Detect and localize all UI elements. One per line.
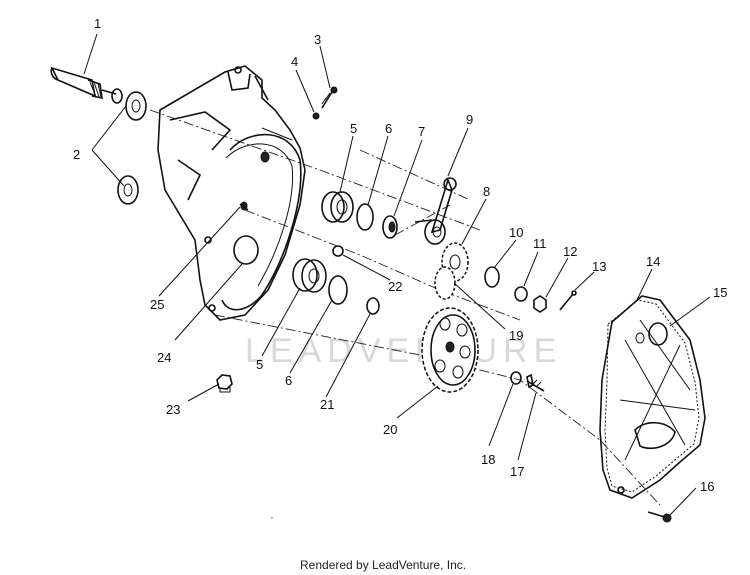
callout-17: 17 [510,464,524,479]
nut-part-22 [332,245,344,257]
callout-14: 14 [646,254,660,269]
callout-1: 1 [94,16,101,31]
callout-11: 11 [533,236,547,251]
callout-21: 21 [320,397,334,412]
cotter-pin-part [559,290,577,311]
washer-part-18 [510,371,522,385]
callout-9: 9 [466,112,473,127]
washer-part-10 [484,266,500,288]
snap-ring-part-upper [356,203,374,231]
footer-credit: Rendered by LeadVenture, Inc. [300,558,466,572]
tensioner-arm-part [414,177,457,245]
callout-19: 19 [509,328,523,343]
bolt-part-17 [526,373,545,392]
seal-part-lower [117,175,139,205]
callout-16: 16 [700,479,714,494]
callout-10: 10 [509,225,523,240]
snap-ring-part-lower [328,275,348,305]
callout-18: 18 [481,452,495,467]
callout-22: 22 [388,279,402,294]
callout-6-lower: 6 [285,373,292,388]
callout-7: 7 [418,124,425,139]
pinion-shaft-part [50,66,123,104]
chain-case-cover [599,295,706,499]
large-sprocket-part [421,307,479,393]
callout-labels: 1 2 3 4 5 6 7 8 9 10 11 12 13 14 15 16 1… [73,16,727,494]
callout-8: 8 [483,184,490,199]
callout-23: 23 [166,402,180,417]
double-sprocket-part [434,242,469,300]
washer-part-21 [366,297,380,315]
callout-13: 13 [592,259,606,274]
spacer-part-7 [382,215,398,239]
bearing-part-lower [292,258,327,293]
screw-part-16 [647,511,672,523]
callout-5-lower: 5 [256,357,263,372]
callout-2: 2 [73,147,80,162]
dowel-pin-part [239,203,249,211]
nut-part-4 [312,112,320,120]
callout-20: 20 [383,422,397,437]
callout-24: 24 [157,350,171,365]
callout-25: 25 [150,297,164,312]
callout-15: 15 [713,285,727,300]
callout-12: 12 [563,244,577,259]
nut-part-12 [533,295,547,313]
chain-case-housing [157,65,306,321]
bearing-part-upper [321,191,354,223]
leader-lines [83,33,711,516]
bolt-part-3 [321,86,338,109]
stray-dot [271,517,273,519]
seal-part-upper [125,91,147,121]
callout-5: 5 [350,121,357,136]
callout-6: 6 [385,121,392,136]
washer-part-11 [514,286,528,302]
callout-4: 4 [291,54,298,69]
callout-3: 3 [314,32,321,47]
drain-plug-part [216,374,233,393]
